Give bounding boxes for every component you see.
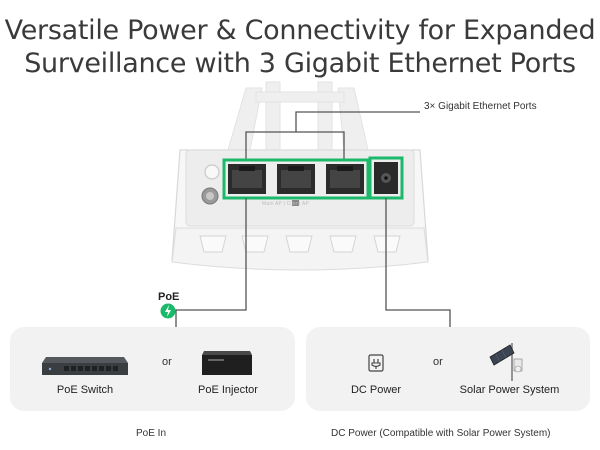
solar-power-label: Solar Power System bbox=[459, 384, 560, 396]
poe-or-label: or bbox=[162, 356, 172, 368]
dc-jack bbox=[374, 162, 398, 194]
page-title: Versatile Power & Connectivity for Expan… bbox=[0, 14, 600, 80]
dc-or-label: or bbox=[433, 356, 443, 368]
poe-switch-image bbox=[42, 357, 128, 375]
mode-switch-label: Main AP | Client AP bbox=[262, 201, 309, 207]
poe-injector-image bbox=[202, 351, 252, 375]
poe-switch-label: PoE Switch bbox=[56, 384, 114, 396]
ports-callout-line bbox=[245, 111, 420, 160]
ethernet-port-1 bbox=[228, 164, 266, 194]
poe-label: PoE bbox=[158, 291, 180, 303]
ethernet-ports-highlight bbox=[222, 158, 370, 200]
title-line-1: Versatile Power & Connectivity for Expan… bbox=[4, 15, 596, 46]
ethernet-port-3 bbox=[326, 164, 364, 194]
poe-icon bbox=[160, 303, 176, 319]
reset-button bbox=[204, 164, 220, 180]
poe-injector-label: PoE Injector bbox=[198, 384, 258, 396]
solar-power-system-image bbox=[489, 343, 523, 381]
mode-switch bbox=[292, 200, 299, 206]
dc-power-label: DC Power bbox=[350, 384, 402, 396]
title-line-2: Surveillance with 3 Gigabit Ethernet Por… bbox=[24, 48, 576, 79]
poe-options-card: PoE Switch or PoE Injector bbox=[10, 327, 295, 411]
ethernet-ports-label: 3× Gigabit Ethernet Ports bbox=[424, 101, 537, 112]
ethernet-port-2 bbox=[277, 164, 315, 194]
connection-lines bbox=[175, 198, 451, 327]
dc-options-card: DC Power or Solar Power System bbox=[306, 327, 590, 411]
ground-screw-icon bbox=[201, 187, 219, 205]
dc-power-icon bbox=[368, 354, 384, 372]
dc-power-caption: DC Power (Compatible with Solar Power Sy… bbox=[331, 428, 551, 439]
poe-in-caption: PoE In bbox=[136, 428, 167, 439]
mounting-bracket bbox=[227, 81, 369, 153]
